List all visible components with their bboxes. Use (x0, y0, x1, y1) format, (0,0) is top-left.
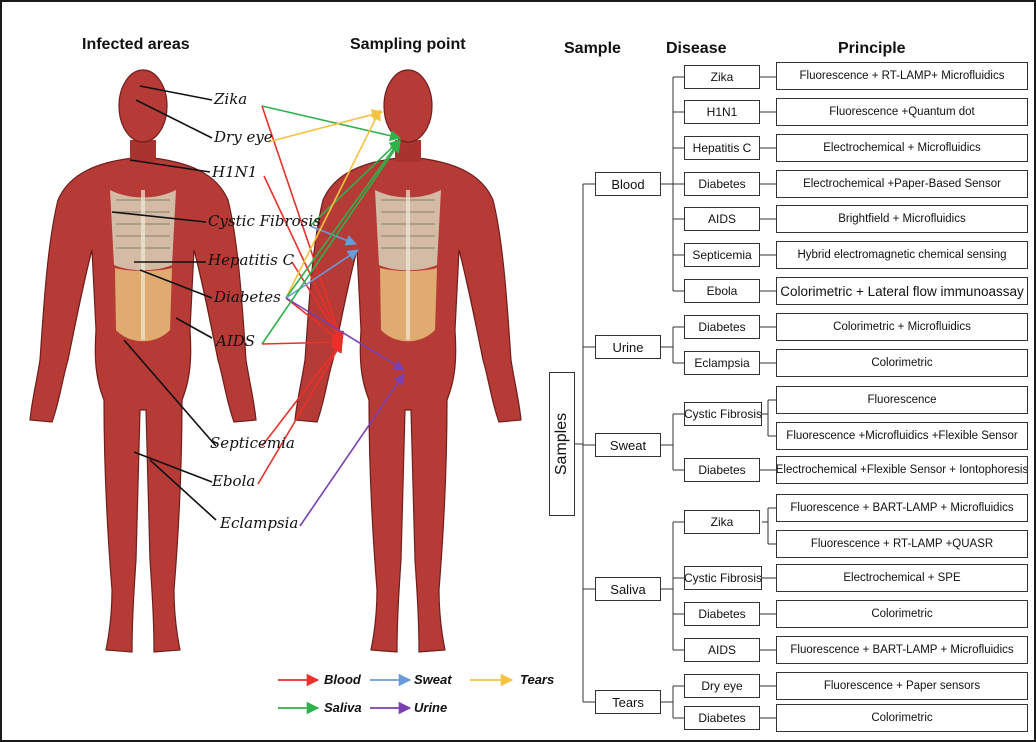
legend-blood-label: Blood (324, 672, 361, 687)
disease-box-sweat-cystic-fibrosis: Cystic Fibrosis (684, 402, 762, 426)
principle-box: Electrochemical +Flexible Sensor + Ionto… (776, 456, 1028, 484)
body-label-eclampsia: Eclampsia (220, 514, 298, 532)
principle-box: Electrochemical + Microfluidics (776, 134, 1028, 162)
principle-box: Fluorescence + RT-LAMP +QUASR (776, 530, 1028, 558)
principle-box: Electrochemical + SPE (776, 564, 1028, 592)
body-label-hepatitis-c: Hepatitis C (208, 251, 294, 269)
disease-box-blood-ebola: Ebola (684, 279, 760, 303)
principle-box: Colorimetric + Microfluidics (776, 313, 1028, 341)
principle-box: Fluorescence +Microfluidics +Flexible Se… (776, 422, 1028, 450)
disease-box-tears-diabetes: Diabetes (684, 706, 760, 730)
sample-box-saliva: Saliva (595, 577, 661, 601)
disease-box-saliva-cystic-fibrosis: Cystic Fibrosis (684, 566, 762, 590)
legend-arrows (278, 680, 512, 708)
samples-root-box: Samples (549, 372, 575, 516)
principle-box: Brightfield + Microfluidics (776, 205, 1028, 233)
body-label-dry-eye: Dry eye (214, 128, 273, 146)
body-label-diabetes: Diabetes (214, 288, 281, 306)
principle-box: Fluorescence + RT-LAMP+ Microfluidics (776, 62, 1028, 90)
principle-box: Colorimetric (776, 600, 1028, 628)
legend-sweat-label: Sweat (414, 672, 452, 687)
disease-box-blood-aids: AIDS (684, 207, 760, 231)
infected-areas-heading: Infected areas (82, 36, 190, 54)
principle-box: Electrochemical +Paper-Based Sensor (776, 170, 1028, 198)
body-label-aids: AIDS (216, 332, 255, 350)
principle-box: Fluorescence + BART-LAMP + Microfluidics (776, 494, 1028, 522)
body-label-cystic-fibrosis: Cystic Fibrosis (208, 212, 321, 230)
legend-saliva-label: Saliva (324, 700, 362, 715)
legend-tears-label: Tears (520, 672, 554, 687)
principle-box: Colorimetric (776, 704, 1028, 732)
disease-box-blood-diabetes: Diabetes (684, 172, 760, 196)
disease-box-blood-hepatitis-c: Hepatitis C (684, 136, 760, 160)
disease-box-saliva-zika: Zika (684, 510, 760, 534)
sample-box-urine: Urine (595, 335, 661, 359)
disease-box-blood-h1n1: H1N1 (684, 100, 760, 124)
disease-box-sweat-diabetes: Diabetes (684, 458, 760, 482)
disease-box-saliva-diabetes: Diabetes (684, 602, 760, 626)
sample-box-tears: Tears (595, 690, 661, 714)
principle-box: Fluorescence (776, 386, 1028, 414)
principle-box: Colorimetric + Lateral flow immunoassay (776, 277, 1028, 305)
disease-box-urine-diabetes: Diabetes (684, 315, 760, 339)
disease-box-blood-zika: Zika (684, 65, 760, 89)
right-body-figure (295, 70, 521, 652)
disease-box-tears-dry-eye: Dry eye (684, 674, 760, 698)
principle-box: Fluorescence + BART-LAMP + Microfluidics (776, 636, 1028, 664)
body-label-ebola: Ebola (212, 472, 255, 490)
principle-box: Hybrid electromagnetic chemical sensing (776, 241, 1028, 269)
principle-box: Fluorescence +Quantum dot (776, 98, 1028, 126)
disease-column-heading: Disease (666, 40, 727, 58)
legend-urine-label: Urine (414, 700, 447, 715)
sample-box-sweat: Sweat (595, 433, 661, 457)
body-label-zika: Zika (214, 90, 247, 108)
body-label-h1n1: H1N1 (212, 163, 257, 181)
sample-column-heading: Sample (564, 40, 621, 58)
disease-box-urine-eclampsia: Eclampsia (684, 351, 760, 375)
principle-box: Fluorescence + Paper sensors (776, 672, 1028, 700)
principle-column-heading: Principle (838, 40, 906, 58)
disease-box-blood-septicemia: Septicemia (684, 243, 760, 267)
sample-box-blood: Blood (595, 172, 661, 196)
disease-box-saliva-aids: AIDS (684, 638, 760, 662)
sampling-point-heading: Sampling point (350, 36, 466, 54)
body-label-septicemia: Septicemia (210, 434, 295, 452)
principle-box: Colorimetric (776, 349, 1028, 377)
